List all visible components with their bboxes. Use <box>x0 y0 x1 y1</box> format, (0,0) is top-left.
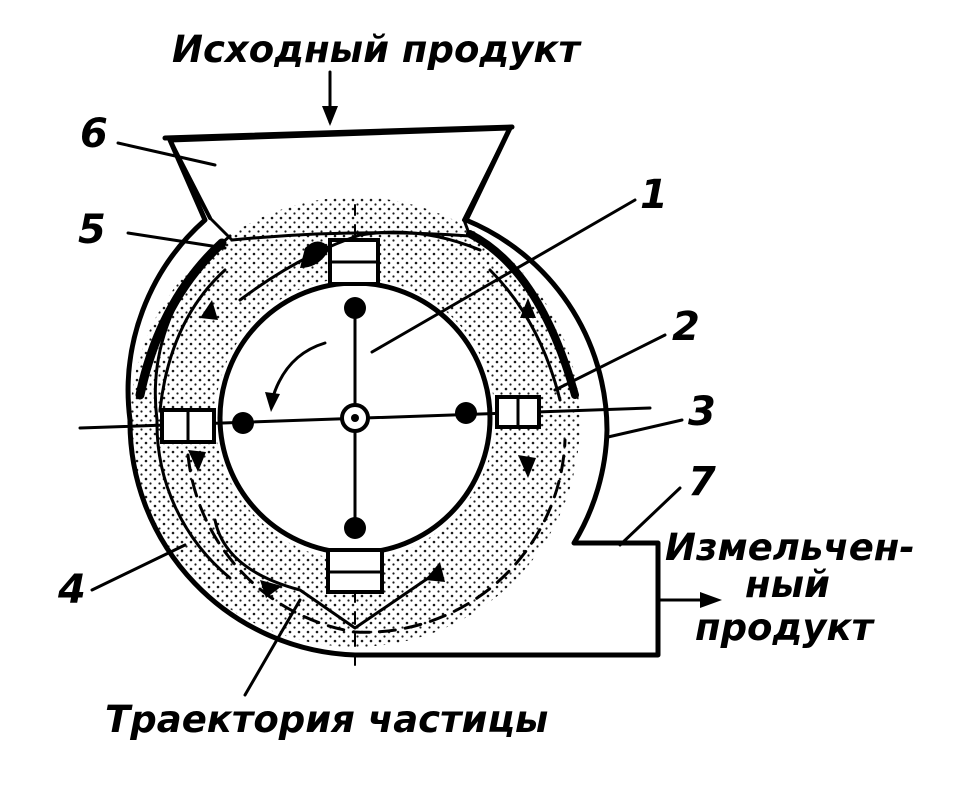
rotation-arrow <box>265 341 327 412</box>
casing-outline <box>125 125 661 658</box>
trajectory-path-top <box>238 230 482 302</box>
label-4: 4 <box>57 567 86 613</box>
trajectory-arrow-1 <box>188 450 206 472</box>
label-output-line2: ный <box>745 563 830 606</box>
label-2: 2 <box>672 304 700 350</box>
leader-3 <box>606 418 684 439</box>
hammer-pivot-bottom <box>344 517 366 539</box>
leader-trajectory <box>243 598 302 697</box>
trajectory-dashed <box>186 438 567 634</box>
label-output-line1: Измельчен- <box>665 526 915 569</box>
leader-6 <box>116 141 217 167</box>
trajectory-path-right <box>488 268 562 402</box>
leader-5 <box>126 231 227 250</box>
trajectory-arrow-2 <box>260 580 282 598</box>
label-input-product: Исходный продукт <box>172 28 582 71</box>
trajectory-arrow-6 <box>200 300 218 320</box>
trajectory-path-bottom <box>213 518 442 630</box>
trajectory-arrow-5 <box>520 298 536 318</box>
label-7: 7 <box>688 459 716 505</box>
label-5: 5 <box>78 207 106 253</box>
trajectory-arrow-3 <box>425 562 445 582</box>
leader-7 <box>618 486 682 547</box>
hammer-pivot-left <box>232 412 254 434</box>
label-output-line3: продукт <box>695 606 876 649</box>
trajectory-arrow-4 <box>518 455 536 478</box>
leader-4 <box>90 543 187 592</box>
hammer-pivot-top <box>344 297 366 319</box>
hammer-pivot-right <box>455 402 477 424</box>
reflector-plate-right <box>466 230 579 399</box>
leader-1 <box>370 198 637 354</box>
reflector-plate-left <box>135 238 227 400</box>
hopper-top-edge <box>162 124 515 141</box>
label-particle-trajectory: Траектория частицы <box>105 698 548 741</box>
leader-2 <box>553 333 667 392</box>
label-3: 3 <box>688 389 716 435</box>
label-6: 6 <box>80 111 108 157</box>
rotor-hub-center <box>351 414 359 422</box>
label-1: 1 <box>640 172 668 218</box>
discharge-arrow <box>656 592 722 608</box>
feed-arrow <box>322 70 338 126</box>
trajectory-path-left <box>158 268 227 412</box>
